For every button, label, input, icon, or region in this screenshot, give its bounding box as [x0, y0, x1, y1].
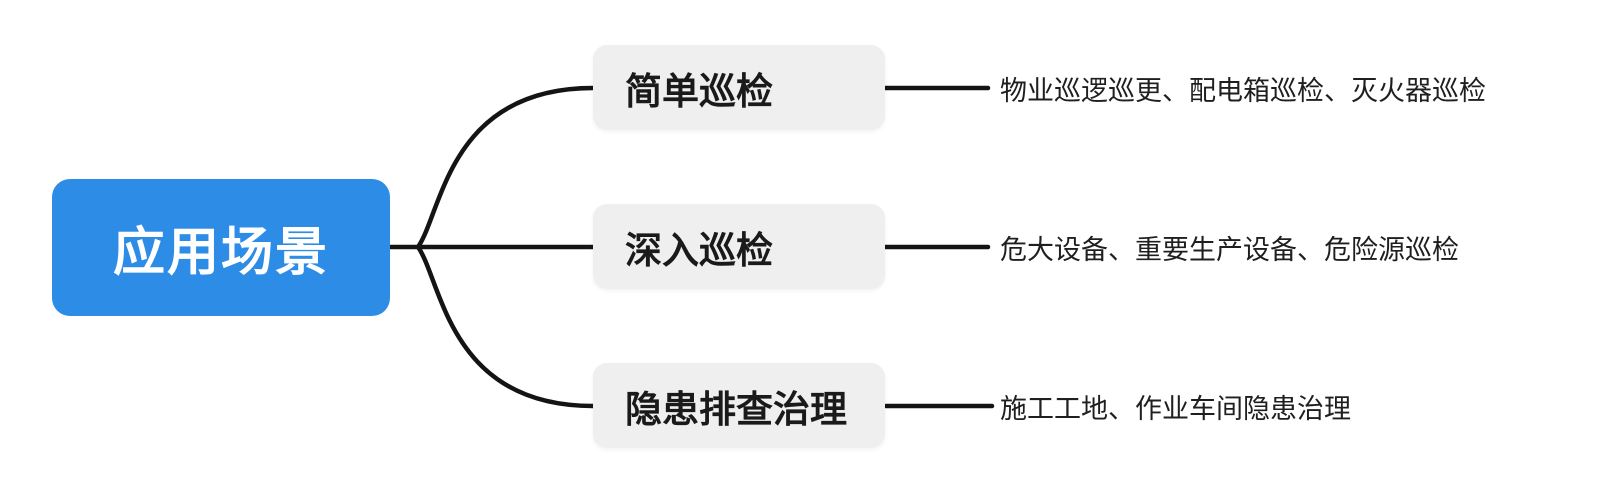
- branch-node-label: 深入巡检: [625, 229, 773, 271]
- edge-root-to-branch-1: [415, 85, 596, 250]
- branch-node-hazard-investigation[interactable]: 隐患排查治理: [593, 363, 885, 448]
- leaf-label: 物业巡逻巡更、配电箱巡检、灭火器巡检: [1000, 75, 1486, 106]
- root-node-application-scenarios[interactable]: 应用场景: [52, 179, 390, 316]
- root-node-label: 应用场景: [112, 224, 329, 282]
- leaf-text-simple-inspection-examples[interactable]: 物业巡逻巡更、配电箱巡检、灭火器巡检: [1000, 68, 1486, 108]
- branch-node-deep-inspection[interactable]: 深入巡检: [593, 204, 885, 289]
- branch-node-label: 隐患排查治理: [625, 388, 847, 430]
- branch-node-label: 简单巡检: [625, 70, 773, 112]
- leaf-text-deep-inspection-examples[interactable]: 危大设备、重要生产设备、危险源巡检: [1000, 227, 1459, 267]
- leaf-text-hazard-investigation-examples[interactable]: 施工工地、作业车间隐患治理: [1000, 386, 1351, 426]
- leaf-label: 危大设备、重要生产设备、危险源巡检: [1000, 234, 1459, 265]
- leaf-label: 施工工地、作业车间隐患治理: [1000, 393, 1351, 424]
- branch-node-simple-inspection[interactable]: 简单巡检: [593, 45, 885, 130]
- edge-root-to-branch-3: [415, 244, 596, 409]
